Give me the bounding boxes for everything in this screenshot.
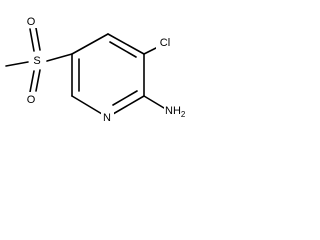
oxygen-bottom-label: O bbox=[27, 94, 36, 106]
bond-c4-c3-inner bbox=[109, 41, 137, 58]
chlorine-label: Cl bbox=[160, 37, 170, 49]
bond-sulfur-c5 bbox=[46, 53, 73, 62]
bond-c2-n1 bbox=[112, 95, 145, 115]
chemical-structure: O S O Cl N NH2 bbox=[5, 14, 194, 125]
bond-sulfur-oxygen-top-2 bbox=[35, 27, 41, 51]
oxygen-top-label: O bbox=[27, 16, 36, 28]
bond-sulfur-oxygen-bottom-1 bbox=[29, 70, 35, 93]
bond-n1-c6 bbox=[71, 95, 103, 115]
amine-label: NH2 bbox=[165, 105, 186, 119]
bond-methyl-sulfur bbox=[5, 61, 29, 67]
bond-c2-amine bbox=[143, 95, 165, 109]
amine-text: NH bbox=[165, 105, 181, 117]
bonds bbox=[5, 27, 165, 115]
bond-c5-c4 bbox=[71, 33, 109, 55]
bond-sulfur-oxygen-top-1 bbox=[29, 28, 35, 52]
bond-c2-n1-inner bbox=[112, 90, 138, 106]
atom-labels: O S O Cl N NH2 bbox=[25, 14, 194, 125]
bond-c3-chlorine bbox=[143, 47, 157, 55]
bond-c4-c3 bbox=[107, 33, 145, 55]
amine-subscript: 2 bbox=[181, 110, 186, 119]
sulfur-label: S bbox=[33, 55, 40, 67]
ring-nitrogen-label: N bbox=[103, 112, 111, 124]
bond-sulfur-oxygen-bottom-2 bbox=[35, 69, 41, 92]
